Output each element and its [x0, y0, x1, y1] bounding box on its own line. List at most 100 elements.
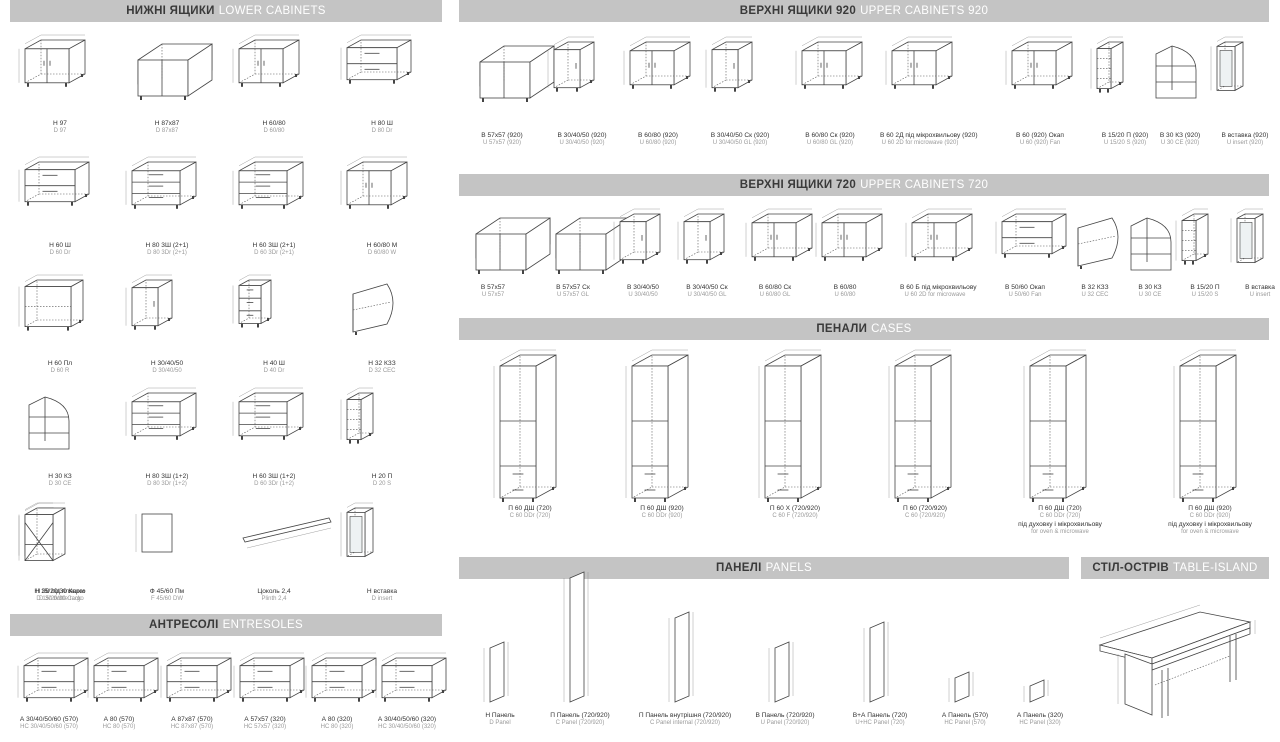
panel-code: HC Panel (320): [1019, 720, 1061, 726]
upper920-cabinet-item[interactable]: В 15/20 П (920)U 15/20 S (920): [1085, 32, 1165, 148]
lower-cabinet-drawing-icon: [224, 270, 324, 360]
lower-cabinet-item[interactable]: Н 60 3Ш (1+2)D 60 3Dr (1+2): [224, 383, 324, 489]
lower-cabinet-name: Н вставка: [366, 588, 398, 595]
panel-item[interactable]: В+А Панель (720)U+HC Panel (720): [840, 612, 920, 728]
panel-item[interactable]: П Панель (720/920)C Panel (720/920): [540, 562, 620, 728]
tall-case-item[interactable]: П 60 ДШ (720)C 60 DDr (720): [480, 345, 580, 521]
section-title-en: CASES: [871, 323, 912, 335]
lower-cabinet-item[interactable]: Н 80 3Ш (1+2)D 80 3Dr (1+2): [117, 383, 217, 489]
upper920-cabinet-drawing-icon: [1140, 32, 1220, 132]
panel-item[interactable]: В Панель (720/920)U Panel (720/920): [745, 632, 825, 728]
lower-cabinet-code: D 60/80: [263, 128, 285, 134]
tall-case-item[interactable]: П 60 ДШ (920)C 60 DDr (920): [612, 345, 712, 521]
entresol-item[interactable]: А 30/40/50/60 (320)HC 30/40/50/60 (320): [370, 648, 447, 732]
tall-case-item[interactable]: П 60 (720/920)C 60 (720/920): [875, 345, 975, 521]
lower-cabinet-name: Н 60/80: [262, 120, 286, 127]
table-island-drawing: [1090, 590, 1270, 730]
lower-cabinet-code: D 97: [53, 128, 67, 134]
lower-cabinet-item[interactable]: Н 60 3Ш (2+1)D 60 3Dr (2+1): [224, 152, 324, 258]
tall-case-drawing-icon: [1160, 345, 1260, 505]
upper920-cabinet-item[interactable]: В 30/40/50 (920)U 30/40/50 (920): [542, 32, 622, 148]
upper920-cabinet-item[interactable]: В вставка (920)U insert (920): [1205, 32, 1280, 148]
entresol-item[interactable]: А 57х57 (320)HC 57x57 (320): [228, 648, 305, 732]
section-header-entresoles: АНТРЕСОЛІ ENTRESOLES: [10, 614, 442, 636]
section-title-en: TABLE-ISLAND: [1173, 562, 1258, 574]
upper720-cabinet-drawing-icon: [1060, 204, 1130, 284]
panel-item[interactable]: А Панель (570)HC Panel (570): [925, 662, 1005, 728]
entresol-code: HC 80 (320): [320, 724, 354, 730]
tall-case-item[interactable]: П 60 Х (720/920)C 60 F (720/920): [745, 345, 845, 521]
upper920-cabinet-name: В 15/20 П (920): [1101, 132, 1149, 139]
entresol-item[interactable]: А 87х87 (570)HC 87x87 (570): [155, 648, 232, 732]
entresol-code: HC 80 (570): [102, 724, 136, 730]
entresol-name: А 57х57 (320): [244, 716, 286, 723]
entresol-code: HC 30/40/50/60 (320): [378, 724, 436, 730]
section-title-ua: ВЕРХНІ ЯЩИКИ 920: [739, 5, 857, 17]
lower-cabinet-name: Н 60 Пл: [47, 360, 73, 367]
tall-case-drawing-icon: [1010, 345, 1110, 505]
upper920-cabinet-drawing-icon: [618, 32, 698, 132]
tall-case-name: П 60 ДШ (920): [1188, 505, 1232, 512]
upper920-cabinet-name: В 60 (920) Окап: [1015, 132, 1065, 139]
lower-cabinet-name: Н 80 3Ш (2+1): [145, 242, 189, 249]
section-title-ua: СТІЛ-ОСТРІВ: [1092, 562, 1170, 574]
section-title-en: PANELS: [765, 562, 812, 574]
upper920-cabinet-item[interactable]: В 60 2Д під мікрохвильову (920)U 60 2D f…: [880, 32, 978, 148]
upper920-cabinet-drawing-icon: [462, 32, 555, 132]
upper720-cabinet-code: U insert: [1249, 292, 1271, 298]
upper920-cabinet-name: В 57х57 (920): [481, 132, 523, 139]
entresol-item[interactable]: А 30/40/50/60 (570)HC 30/40/50/60 (570): [12, 648, 89, 732]
lower-cabinet-code: D 60/80 W: [367, 250, 397, 256]
entresol-drawing-icon: [155, 648, 232, 716]
lower-cabinet-drawing-icon: [332, 498, 432, 588]
section-title-ua: ПЕНАЛИ: [816, 323, 868, 335]
upper720-cabinet-name: В 15/20 П: [1190, 284, 1220, 291]
tall-case-item[interactable]: П 60 ДШ (720)C 60 DDr (720)під духовку і…: [1010, 345, 1110, 536]
tall-case-item[interactable]: П 60 ДШ (920)C 60 DDr (920)під духовку і…: [1160, 345, 1260, 536]
upper920-cabinet-item[interactable]: В 57х57 (920)U 57x57 (920): [462, 32, 555, 148]
panel-item[interactable]: П Панель внутрішня (720/920)C Panel inte…: [630, 602, 740, 728]
lower-cabinet-item[interactable]: Н 80 3Ш (2+1)D 80 3Dr (2+1): [117, 152, 217, 258]
lower-cabinet-code: D 80 3Dr (2+1): [147, 250, 187, 256]
upper720-cabinet-name: В вставка: [1245, 284, 1275, 291]
panel-item[interactable]: А Панель (320)HC Panel (320): [1000, 670, 1080, 728]
upper920-cabinet-item[interactable]: В 60/80 Ск (920)U 60/80 GL (920): [790, 32, 870, 148]
entresol-item[interactable]: А 80 (320)HC 80 (320): [300, 648, 377, 732]
upper920-cabinet-item[interactable]: В 30/40/50 Ск (920)U 30/40/50 GL (920): [700, 32, 780, 148]
lower-cabinet-name: Н 80 3Ш (1+2): [145, 473, 189, 480]
upper920-cabinet-code: U 60 2D for microwave (920): [881, 140, 959, 146]
entresol-item[interactable]: А 80 (570)HC 80 (570): [82, 648, 159, 732]
upper920-cabinet-item[interactable]: В 30 КЗ (920)U 30 CE (920): [1140, 32, 1220, 148]
upper920-cabinet-item[interactable]: В 60/80 (920)U 60/80 (920): [618, 32, 698, 148]
